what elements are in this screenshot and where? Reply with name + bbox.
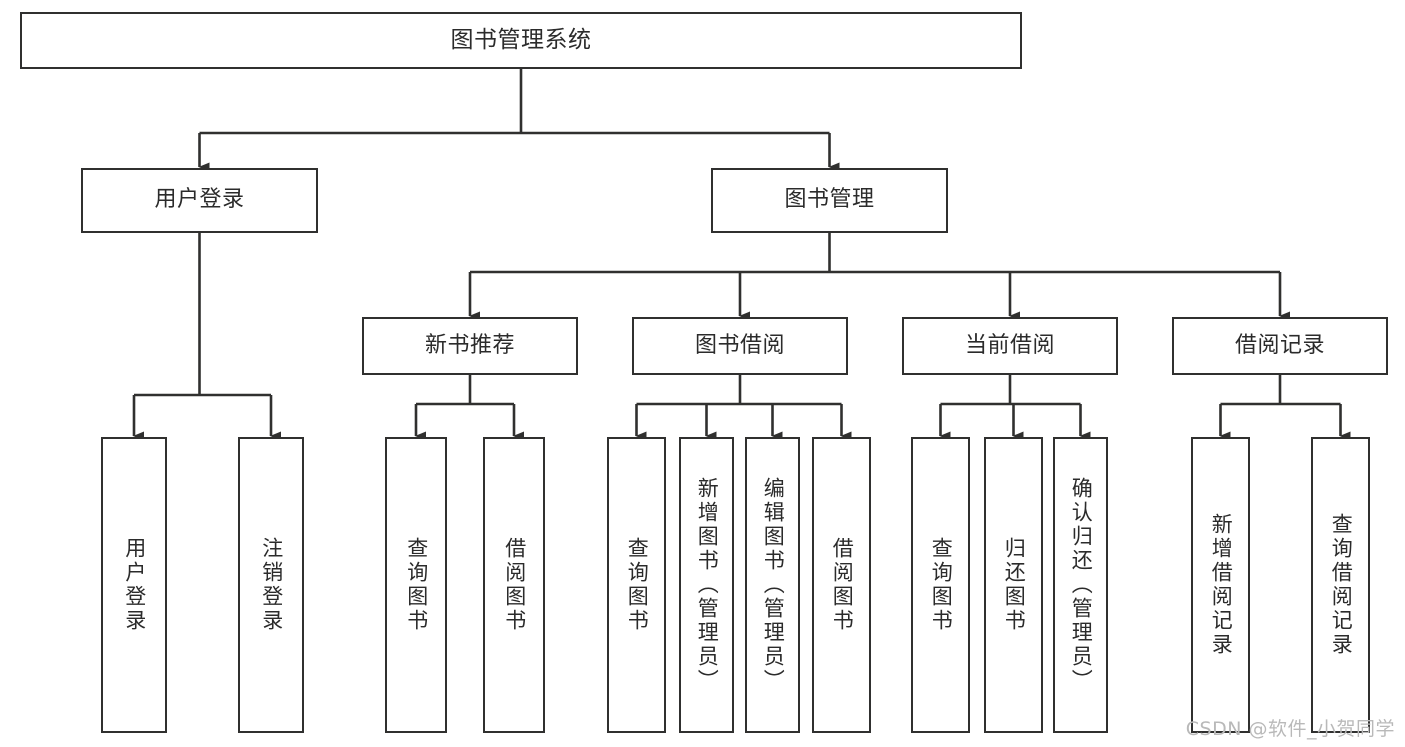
node-label: 编辑图书（管理员） [761, 477, 786, 693]
node-label: 借阅图书 [830, 537, 855, 633]
node-编辑图书管理员-leaf: 编辑图书（管理员） [745, 437, 800, 733]
node-确认归还管理员-leaf: 确认归还（管理员） [1053, 437, 1108, 733]
node-label: 确认归还（管理员） [1069, 477, 1094, 693]
node-label: 查询借阅记录 [1329, 513, 1354, 657]
node-新增借阅记录-leaf: 新增借阅记录 [1191, 437, 1250, 733]
node-借阅图书-leaf: 借阅图书 [483, 437, 545, 733]
node-label: 当前借阅 [964, 332, 1055, 358]
node-label: 用户登录 [154, 187, 245, 213]
node-当前借阅-l3: 当前借阅 [902, 317, 1118, 375]
node-查询图书-leaf: 查询图书 [911, 437, 970, 733]
node-label: 借阅图书 [502, 537, 527, 633]
node-label: 注销登录 [259, 537, 284, 633]
node-新书推荐-l3: 新书推荐 [362, 317, 578, 375]
node-label: 新增图书（管理员） [695, 477, 720, 693]
node-label: 图书借阅 [694, 332, 785, 358]
node-图书管理-l2: 图书管理 [711, 168, 948, 233]
node-用户登录-l2: 用户登录 [81, 168, 318, 233]
node-借阅记录-l3: 借阅记录 [1172, 317, 1388, 375]
node-label: 用户登录 [122, 537, 147, 633]
node-注销登录-leaf: 注销登录 [238, 437, 304, 733]
node-label: 查询图书 [625, 537, 650, 633]
node-查询图书-leaf: 查询图书 [385, 437, 447, 733]
node-label: 归还图书 [1002, 537, 1027, 633]
node-查询借阅记录-leaf: 查询借阅记录 [1311, 437, 1370, 733]
node-label: 图书管理 [784, 187, 875, 213]
node-label: 借阅记录 [1234, 332, 1325, 358]
node-用户登录-leaf: 用户登录 [101, 437, 167, 733]
node-图书管理系统-l1: 图书管理系统 [20, 12, 1022, 69]
node-归还图书-leaf: 归还图书 [984, 437, 1043, 733]
node-查询图书-leaf: 查询图书 [607, 437, 666, 733]
node-label: 查询图书 [929, 537, 954, 633]
csdn-watermark: CSDN @软件_小贺同学 [1185, 718, 1395, 740]
node-label: 查询图书 [404, 537, 429, 633]
node-新增图书管理员-leaf: 新增图书（管理员） [679, 437, 734, 733]
node-借阅图书-leaf: 借阅图书 [812, 437, 871, 733]
node-label: 新书推荐 [424, 332, 515, 358]
node-label: 新增借阅记录 [1209, 513, 1234, 657]
node-label: 图书管理系统 [450, 27, 592, 54]
node-图书借阅-l3: 图书借阅 [632, 317, 848, 375]
